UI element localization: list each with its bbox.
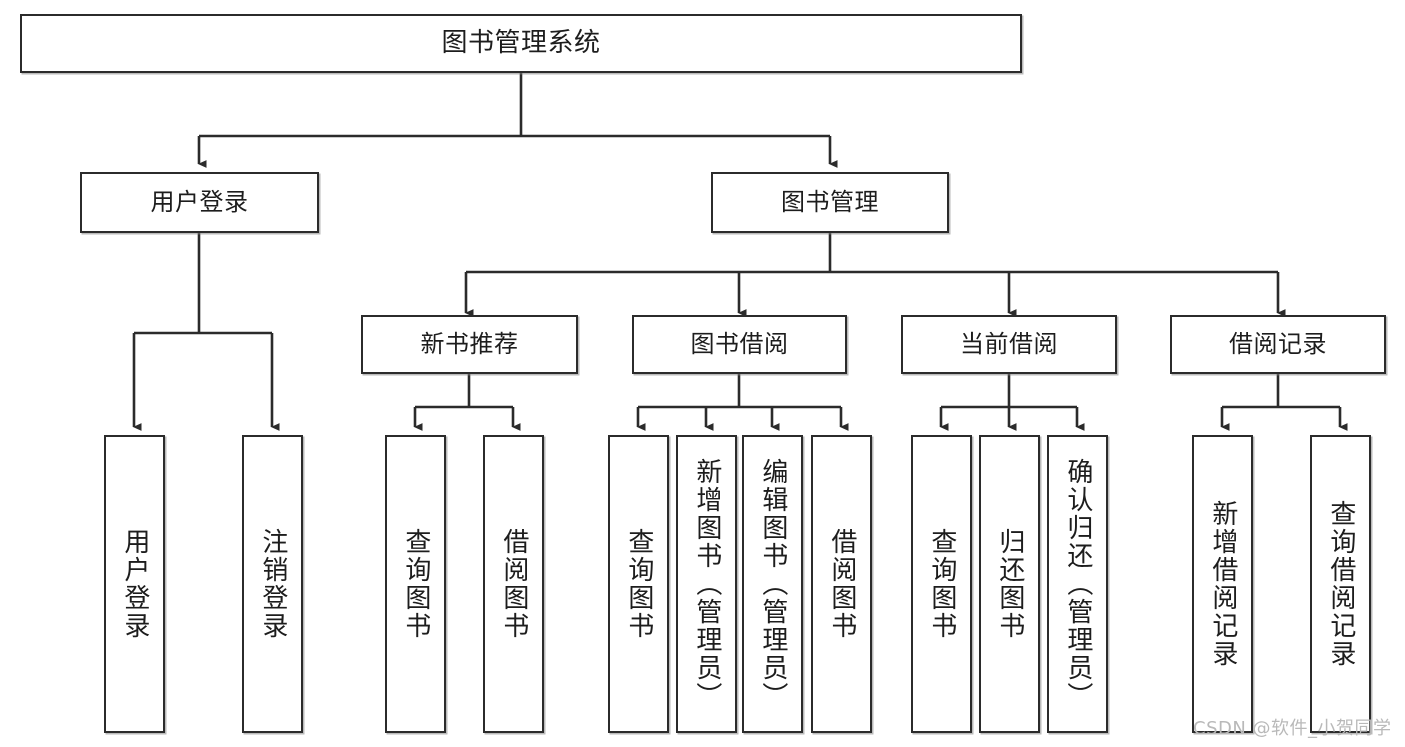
node-root-label: 图书管理系统 bbox=[441, 27, 601, 58]
node-leaf-confirm-return[interactable]: 确认归还（管理员） bbox=[1047, 435, 1108, 733]
node-leaf-borrow-book-2[interactable]: 借阅图书 bbox=[811, 435, 872, 733]
node-leaf-query-book-3[interactable]: 查询图书 bbox=[911, 435, 972, 733]
node-leaf-add-book-label: 新增图书（管理员） bbox=[691, 458, 722, 710]
node-leaf-borrow-book-1[interactable]: 借阅图书 bbox=[483, 435, 544, 733]
node-leaf-logout-login[interactable]: 注销登录 bbox=[242, 435, 303, 733]
node-current-borrow[interactable]: 当前借阅 bbox=[901, 315, 1117, 374]
node-leaf-query-book-3-label: 查询图书 bbox=[926, 528, 957, 640]
node-leaf-logout-login-label: 注销登录 bbox=[257, 528, 288, 640]
node-leaf-return-book[interactable]: 归还图书 bbox=[979, 435, 1040, 733]
node-leaf-query-record-label: 查询借阅记录 bbox=[1325, 500, 1356, 668]
node-current-borrow-label: 当前借阅 bbox=[960, 329, 1058, 358]
node-leaf-query-book-2[interactable]: 查询图书 bbox=[608, 435, 669, 733]
node-leaf-query-book-1-label: 查询图书 bbox=[400, 528, 431, 640]
node-leaf-add-book[interactable]: 新增图书（管理员） bbox=[676, 435, 737, 733]
node-book-management-label: 图书管理 bbox=[781, 187, 879, 216]
node-user-login-label: 用户登录 bbox=[150, 187, 249, 216]
node-leaf-edit-book-label: 编辑图书（管理员） bbox=[757, 458, 788, 710]
node-book-borrow-label: 图书借阅 bbox=[690, 329, 789, 358]
node-leaf-user-login[interactable]: 用户登录 bbox=[104, 435, 165, 733]
node-leaf-add-record[interactable]: 新增借阅记录 bbox=[1192, 435, 1253, 733]
node-leaf-return-book-label: 归还图书 bbox=[994, 528, 1025, 640]
node-user-login[interactable]: 用户登录 bbox=[80, 172, 319, 233]
node-leaf-query-record[interactable]: 查询借阅记录 bbox=[1310, 435, 1371, 733]
node-root-book-management-system[interactable]: 图书管理系统 bbox=[20, 14, 1022, 73]
node-leaf-user-login-label: 用户登录 bbox=[119, 528, 150, 640]
node-leaf-add-record-label: 新增借阅记录 bbox=[1207, 500, 1238, 668]
node-leaf-query-book-1[interactable]: 查询图书 bbox=[385, 435, 446, 733]
node-book-borrow[interactable]: 图书借阅 bbox=[632, 315, 847, 374]
node-leaf-confirm-return-label: 确认归还（管理员） bbox=[1062, 458, 1093, 710]
node-new-book-recommend[interactable]: 新书推荐 bbox=[361, 315, 578, 374]
node-new-book-recommend-label: 新书推荐 bbox=[420, 329, 519, 358]
node-leaf-query-book-2-label: 查询图书 bbox=[623, 528, 654, 640]
node-borrow-record-label: 借阅记录 bbox=[1229, 329, 1327, 358]
node-borrow-record[interactable]: 借阅记录 bbox=[1170, 315, 1386, 374]
node-leaf-edit-book[interactable]: 编辑图书（管理员） bbox=[742, 435, 803, 733]
node-leaf-borrow-book-1-label: 借阅图书 bbox=[498, 528, 529, 640]
node-book-management[interactable]: 图书管理 bbox=[711, 172, 949, 233]
node-leaf-borrow-book-2-label: 借阅图书 bbox=[826, 528, 857, 640]
